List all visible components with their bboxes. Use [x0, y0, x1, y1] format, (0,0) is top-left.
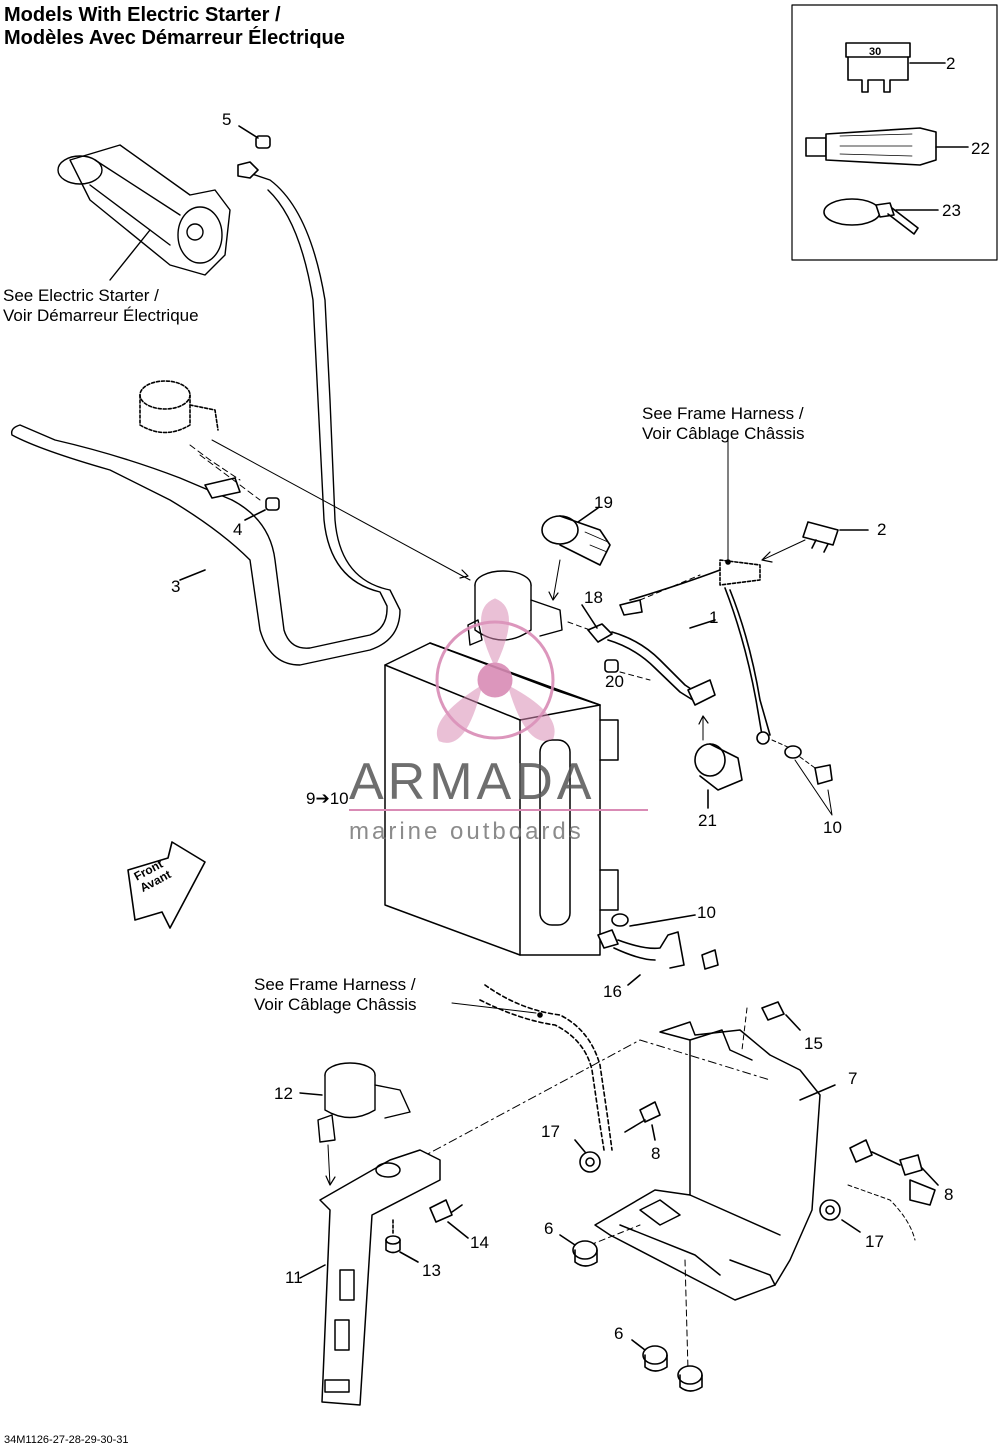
note-line: See Frame Harness /	[642, 404, 804, 423]
title-line-1: Models With Electric Starter /	[4, 4, 281, 26]
callout-4: 4	[233, 520, 243, 539]
grease-tube-part	[805, 127, 969, 166]
fuse-part-2	[802, 521, 869, 553]
callout-23: 23	[942, 201, 961, 220]
fuse-wire-1	[619, 559, 771, 745]
callout-6a: 6	[544, 1219, 554, 1238]
callout-5: 5	[222, 110, 232, 129]
footer-code: 34M1126-27-28-29-30-31	[4, 1434, 129, 1446]
callout-8a: 8	[651, 1144, 661, 1163]
terminal-boot-21	[694, 715, 743, 809]
callout-8b: 8	[944, 1185, 954, 1204]
title-line-2: Modèles Avec Démarreur Électrique	[4, 27, 345, 49]
fuse-part-inset	[845, 42, 946, 93]
nut-part-5	[255, 135, 271, 149]
nut-part-4	[265, 497, 280, 511]
note-line: See Electric Starter /	[3, 286, 159, 305]
bolt-part-8b	[849, 1139, 939, 1186]
reference-solenoid	[139, 380, 219, 434]
tie-wrap-part	[823, 198, 939, 235]
frame-harness-bottom	[484, 984, 613, 1151]
callout-19: 19	[594, 493, 613, 512]
callout-16: 16	[603, 982, 622, 1001]
note-frame-harness-bottom: See Frame Harness / Voir Câblage Châssis	[254, 975, 417, 1015]
parts-inset-box	[791, 4, 998, 261]
bolt-part-14	[429, 1199, 469, 1239]
callout-2: 2	[877, 520, 887, 539]
callout-22: 22	[971, 139, 990, 158]
callout-15: 15	[804, 1034, 823, 1053]
callout-10a: 10	[823, 818, 842, 837]
starter-solenoid-lower	[299, 1062, 411, 1143]
negative-cable-16	[597, 913, 719, 986]
diagram-title: Models With Electric Starter / Modèles A…	[4, 4, 345, 50]
watermark-logo	[435, 598, 555, 743]
callout-21: 21	[698, 811, 717, 830]
callout-14: 14	[470, 1233, 489, 1252]
starter-solenoid-upper	[467, 570, 563, 646]
electric-starter	[57, 144, 231, 281]
watermark-brand: ARMADA	[349, 753, 596, 811]
callout-1: 1	[709, 608, 719, 627]
solenoid-bracket	[299, 1149, 441, 1406]
star-washer-17a	[574, 1139, 601, 1173]
callout-17a: 17	[541, 1122, 560, 1141]
callout-17b: 17	[865, 1232, 884, 1251]
callout-11: 11	[285, 1268, 303, 1287]
battery-tray	[594, 1021, 836, 1301]
terminal-boot-19	[541, 507, 611, 566]
pin-part-13	[385, 1219, 419, 1263]
nut-part-20	[604, 659, 619, 673]
starter-cable	[10, 169, 401, 666]
callout-12: 12	[274, 1084, 293, 1103]
note-electric-starter: See Electric Starter / Voir Démarreur Él…	[3, 286, 199, 326]
note-line: Voir Câblage Châssis	[254, 995, 417, 1014]
fuse-marking: 30	[869, 46, 881, 58]
note-line: See Frame Harness /	[254, 975, 416, 994]
bolt-part-8a	[624, 1101, 661, 1141]
flange-nut-6a	[559, 1234, 598, 1267]
callout-10b: 10	[697, 903, 716, 922]
callout-2-inset: 2	[946, 54, 956, 73]
watermark-tagline: marine outboards	[349, 818, 584, 845]
note-frame-harness-top: See Frame Harness / Voir Câblage Châssis	[642, 404, 805, 444]
front-arrow	[127, 841, 206, 929]
callout-13: 13	[422, 1261, 441, 1280]
callout-20: 20	[605, 672, 624, 691]
positive-cable-18	[581, 604, 716, 706]
star-washer-17b	[819, 1199, 861, 1233]
note-line: Voir Câblage Châssis	[642, 424, 805, 443]
flange-nut-6b	[631, 1339, 703, 1392]
callout-18: 18	[584, 588, 603, 607]
note-line: Voir Démarreur Électrique	[3, 306, 199, 325]
callout-9-10: 9➔10	[306, 789, 349, 808]
callout-3: 3	[171, 577, 181, 596]
callout-7: 7	[848, 1069, 858, 1088]
callout-6b: 6	[614, 1324, 624, 1343]
